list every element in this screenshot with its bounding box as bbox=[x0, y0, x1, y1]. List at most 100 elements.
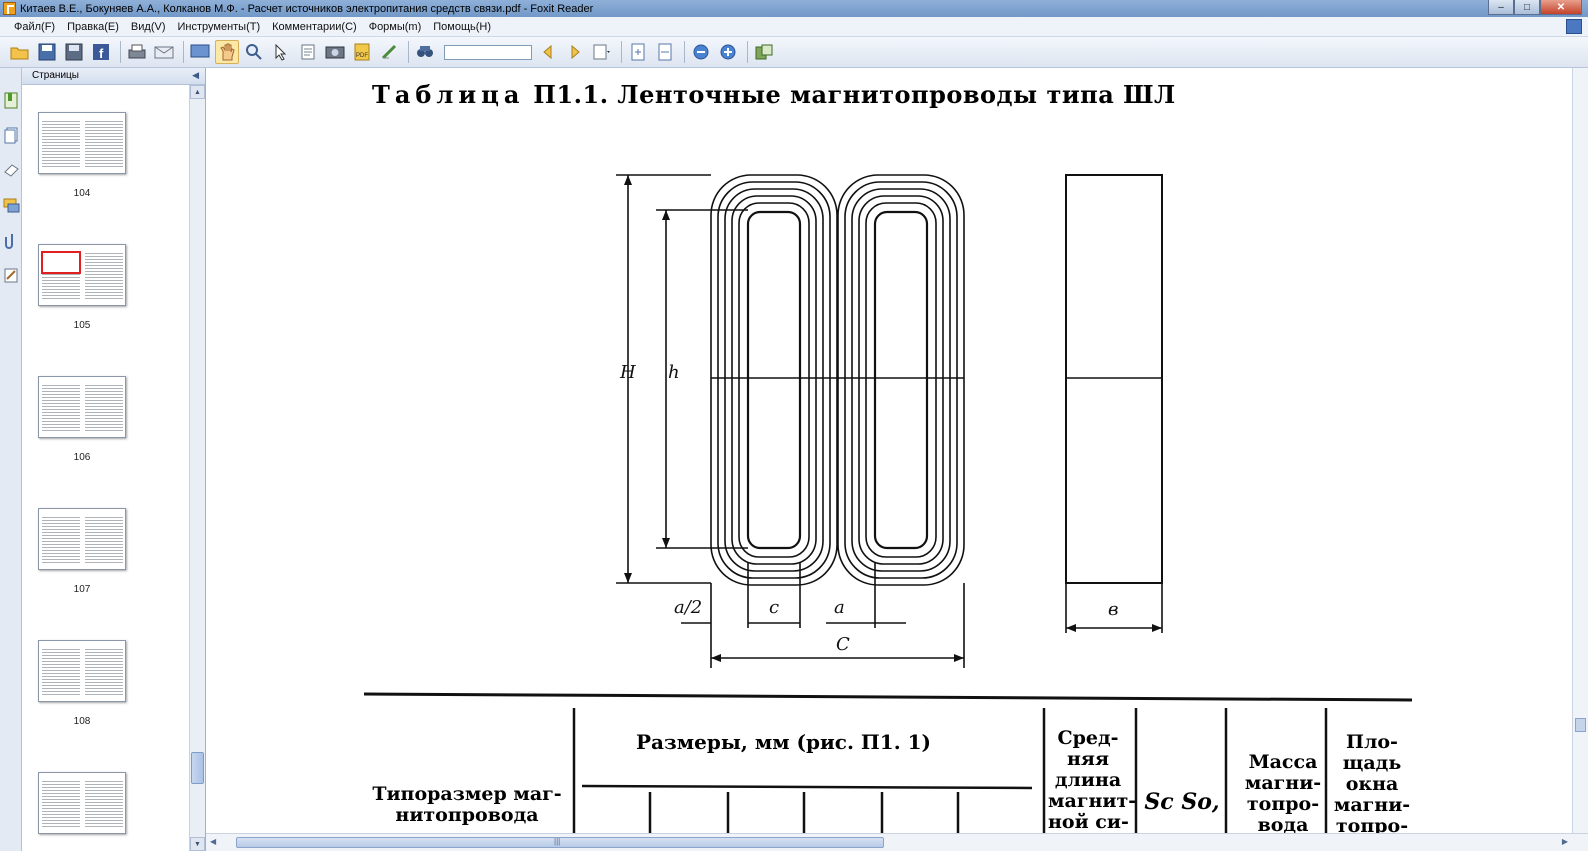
zoom-tool-icon[interactable] bbox=[242, 40, 266, 64]
current-view-highlight[interactable] bbox=[41, 251, 81, 274]
fit-page-icon[interactable] bbox=[626, 40, 650, 64]
page-thumbnail-label: 105 bbox=[73, 320, 91, 331]
pdf-icon[interactable]: PDF bbox=[350, 40, 374, 64]
title-bar: Китаев В.Е., Бокуняев А.А., Колканов М.Ф… bbox=[0, 0, 1588, 17]
document-vertical-scrollbar[interactable] bbox=[1572, 68, 1588, 833]
document-vertical-scroll-thumb[interactable] bbox=[1575, 718, 1586, 732]
document-view[interactable]: Таблица П1.1. Ленточные магнитопроводы т… bbox=[206, 68, 1588, 851]
col-header-area-line: топро- bbox=[1335, 815, 1409, 837]
toolbar-separator bbox=[684, 41, 685, 63]
thumbnail-scroll-thumb[interactable] bbox=[191, 752, 204, 784]
minimize-button[interactable]: – bbox=[1488, 0, 1514, 15]
page-thumbnail-104[interactable] bbox=[38, 112, 126, 174]
full-screen-icon[interactable] bbox=[188, 40, 212, 64]
scroll-right-arrow[interactable]: ▶ bbox=[1561, 837, 1568, 846]
page-thumbnail-108[interactable] bbox=[38, 640, 126, 702]
dims-header: Размеры, мм (рис. П1. 1) bbox=[636, 730, 932, 754]
col-header-mass-line: вода bbox=[1257, 814, 1309, 836]
menu-tools[interactable]: Инструменты(T) bbox=[177, 20, 261, 33]
print-icon[interactable] bbox=[125, 40, 149, 64]
page-thumbnail-109[interactable] bbox=[38, 772, 126, 834]
menu-view[interactable]: Вид(V) bbox=[130, 20, 166, 33]
col-header-type-line: Типоразмер маг- bbox=[372, 783, 562, 805]
attachments-icon[interactable] bbox=[3, 232, 20, 249]
label-b: в bbox=[1108, 599, 1118, 620]
menu-file[interactable]: Файл(F) bbox=[14, 20, 56, 33]
collapse-panel-icon[interactable]: ◀ bbox=[192, 70, 199, 80]
col-header-length-line: длина bbox=[1054, 769, 1122, 791]
col-header-type-line: нитопровода bbox=[395, 804, 539, 826]
snapshot-icon[interactable] bbox=[323, 40, 347, 64]
rotate-icon[interactable] bbox=[752, 40, 776, 64]
select-tool-icon[interactable] bbox=[269, 40, 293, 64]
page-thumbnail-label: 107 bbox=[73, 584, 91, 595]
text-select-icon[interactable] bbox=[296, 40, 320, 64]
table-title-prefix: Таблица bbox=[372, 80, 525, 109]
col-header-mass-line: Масса bbox=[1248, 751, 1318, 773]
pages-panel: Страницы ◀ 104 105 106 107 108 ▲ ▼ bbox=[22, 68, 206, 851]
pages-panel-header: Страницы ◀ bbox=[22, 68, 205, 85]
layers-icon[interactable] bbox=[3, 162, 20, 179]
scroll-down-arrow[interactable]: ▼ bbox=[190, 837, 205, 851]
comments-icon[interactable] bbox=[3, 197, 20, 214]
thumbnail-scrollbar[interactable]: ▲ ▼ bbox=[189, 85, 205, 851]
label-a-half: a/2 bbox=[674, 597, 702, 618]
zoom-in-icon[interactable] bbox=[716, 40, 740, 64]
pages-icon[interactable] bbox=[3, 127, 20, 144]
email-icon[interactable] bbox=[152, 40, 176, 64]
save-all-icon[interactable] bbox=[62, 40, 86, 64]
col-header-mass: Масса магни- топро- вода bbox=[1238, 752, 1328, 836]
bookmarks-icon[interactable] bbox=[3, 92, 20, 109]
data-table-header bbox=[363, 692, 1413, 838]
search-options-icon[interactable] bbox=[590, 40, 614, 64]
zoom-out-icon[interactable] bbox=[689, 40, 713, 64]
label-h: h bbox=[668, 362, 680, 383]
table-title-text: П1.1. Ленточные магнитопроводы типа ШЛ bbox=[533, 80, 1176, 109]
page-thumbnail-107[interactable] bbox=[38, 508, 126, 570]
pages-panel-title: Страницы bbox=[32, 70, 79, 81]
col-header-length-line: ной си- bbox=[1048, 811, 1129, 833]
next-result-icon[interactable] bbox=[563, 40, 587, 64]
page-thumbnail-label: 106 bbox=[73, 452, 91, 463]
label-a: a bbox=[834, 597, 845, 618]
find-icon[interactable] bbox=[413, 40, 437, 64]
label-H: H bbox=[619, 362, 636, 383]
page-thumbnail-label: 108 bbox=[73, 716, 91, 727]
col-header-type: Типоразмер маг- нитопровода bbox=[364, 784, 570, 826]
menu-forms[interactable]: Формы(m) bbox=[368, 20, 422, 33]
signatures-icon[interactable] bbox=[3, 267, 20, 284]
close-button[interactable]: ✕ bbox=[1540, 0, 1582, 15]
maximize-button[interactable]: □ bbox=[1514, 0, 1540, 15]
toolbar-separator bbox=[408, 41, 409, 63]
menu-edit[interactable]: Правка(E) bbox=[67, 20, 119, 33]
col-header-length-line: Сред- bbox=[1057, 727, 1119, 749]
eraser-icon[interactable] bbox=[377, 40, 401, 64]
document-horizontal-scrollbar[interactable]: ◀ ||| ▶ bbox=[206, 833, 1588, 851]
restore-document-icon[interactable] bbox=[1566, 19, 1582, 34]
scroll-left-arrow[interactable]: ◀ bbox=[210, 837, 217, 846]
hand-tool-icon[interactable] bbox=[215, 40, 239, 64]
col-header-area-line: щадь bbox=[1342, 752, 1402, 774]
foxit-app-icon bbox=[3, 2, 16, 15]
magnetic-core-drawing: H h a/2 c a C в bbox=[616, 174, 1163, 668]
col-header-length: Сред- няя длина магнит- ной си- bbox=[1048, 727, 1136, 833]
page-thumbnail-105[interactable] bbox=[38, 244, 126, 306]
prev-result-icon[interactable] bbox=[536, 40, 560, 64]
col-header-length-line: няя bbox=[1067, 748, 1109, 770]
open-icon[interactable] bbox=[8, 40, 32, 64]
svg-text:PDF: PDF bbox=[356, 53, 368, 59]
search-input[interactable] bbox=[444, 44, 532, 60]
save-icon[interactable] bbox=[35, 40, 59, 64]
menu-bar: Файл(F) Правка(E) Вид(V) Инструменты(T) … bbox=[0, 17, 1588, 37]
facebook-icon[interactable]: f bbox=[89, 40, 113, 64]
table-title: Таблица П1.1. Ленточные магнитопроводы т… bbox=[372, 80, 1176, 109]
document-horizontal-scroll-thumb[interactable] bbox=[236, 837, 884, 848]
label-c: c bbox=[769, 597, 779, 618]
scroll-up-arrow[interactable]: ▲ bbox=[190, 85, 205, 99]
window-controls: – □ ✕ bbox=[1488, 0, 1582, 15]
menu-comments[interactable]: Комментарии(C) bbox=[272, 20, 357, 33]
toolbar-separator bbox=[120, 41, 121, 63]
menu-help[interactable]: Помощь(H) bbox=[433, 20, 492, 33]
fit-width-icon[interactable] bbox=[653, 40, 677, 64]
page-thumbnail-106[interactable] bbox=[38, 376, 126, 438]
